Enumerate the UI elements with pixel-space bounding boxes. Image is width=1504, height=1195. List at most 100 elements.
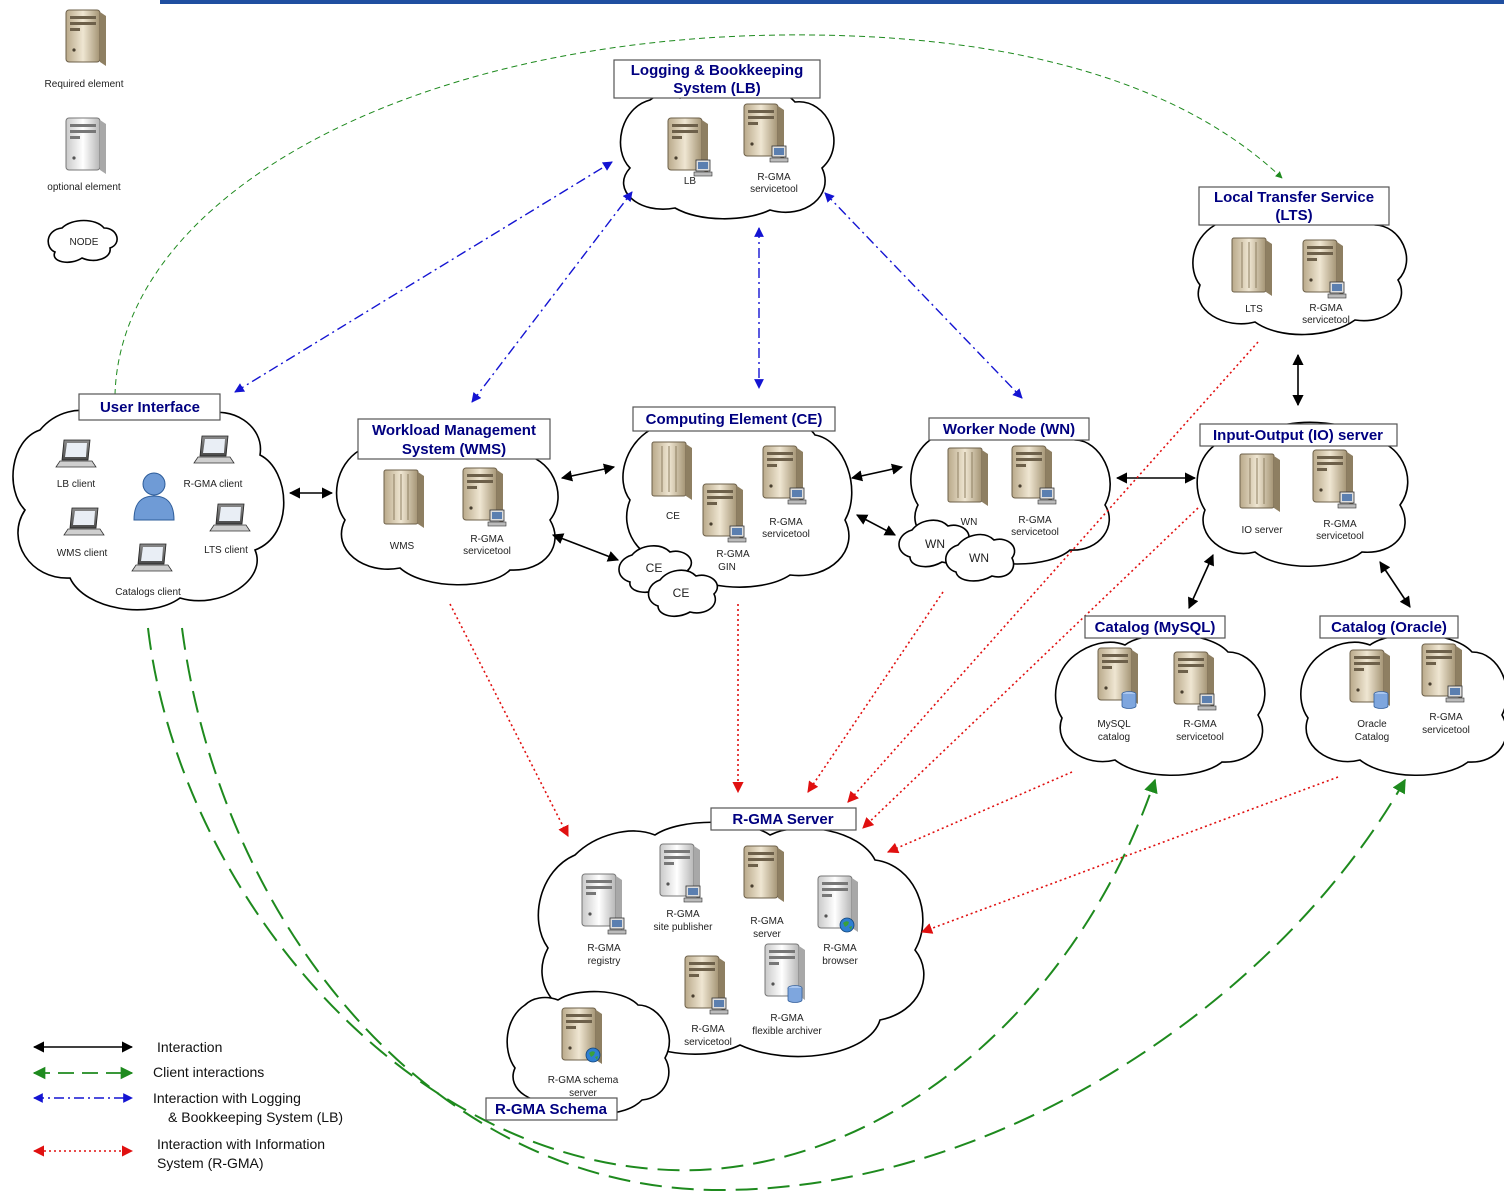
oracle-rgma-label-2: servicetool xyxy=(1422,725,1470,736)
ce-server-icon xyxy=(651,441,693,501)
rgma-site-pc-icon xyxy=(683,885,703,903)
oracle-title-box xyxy=(1319,615,1459,639)
legend-lb-label-2: & Bookkeeping System (LB) xyxy=(168,1109,343,1125)
node-ui: User Interface LB client R-GMA client WM… xyxy=(55,393,251,598)
schema-title-box xyxy=(485,1097,618,1121)
link-wms-ce-small xyxy=(551,533,620,562)
rgma-link-io xyxy=(862,507,1199,829)
lts-title-line2: (LTS) xyxy=(1275,207,1312,224)
io-server-label: IO server xyxy=(1241,525,1283,536)
lb-link-ui xyxy=(234,161,613,393)
node-wn: Worker Node (WN) WN R-GMA servicetool WN… xyxy=(925,417,1090,565)
link-ce-wn-small xyxy=(856,514,896,536)
mysql-label-2: catalog xyxy=(1098,732,1130,743)
lts-title-line1: Local Transfer Service xyxy=(1214,189,1374,206)
lb-rgma-pc-icon xyxy=(769,145,789,163)
schema-label-2: server xyxy=(569,1088,597,1099)
link-io-oracle xyxy=(1379,561,1411,608)
wn-small-label-1: WN xyxy=(925,537,945,551)
rgma-server-label-1: R-GMA xyxy=(750,916,784,927)
node-mysql: Catalog (MySQL) MySQL catalog R-GMA serv… xyxy=(1084,615,1226,743)
wms-client-label: WMS client xyxy=(57,548,108,559)
ce-server-label: CE xyxy=(666,511,680,522)
lts-cloud xyxy=(1192,208,1408,336)
node-lts: Local Transfer Service (LTS) LTS R-GMA s… xyxy=(1198,186,1390,326)
oracle-label-1: Oracle xyxy=(1357,719,1387,730)
io-server-icon xyxy=(1239,453,1281,513)
ce-small-cloud-2 xyxy=(647,569,719,618)
wn-small-cloud-2 xyxy=(944,533,1016,582)
legend-node-cloud xyxy=(47,219,118,264)
rgma-link-mysql xyxy=(886,771,1073,854)
rgma-registry-label-1: R-GMA xyxy=(587,943,621,954)
node-rgma-schema: R-GMA schema server R-GMA Schema xyxy=(485,1007,619,1121)
oracle-db-icon xyxy=(1373,691,1389,709)
link-ce-wn xyxy=(850,463,904,482)
wn-title: Worker Node (WN) xyxy=(943,421,1075,438)
ce-title-box xyxy=(632,406,836,432)
lb-server-label: LB xyxy=(684,176,697,187)
rgma-archiver-db-icon xyxy=(787,985,803,1003)
lts-rgma-label-2: servicetool xyxy=(1302,315,1350,326)
catalogs-client-label: Catalogs client xyxy=(115,587,181,598)
wms-title-box xyxy=(357,418,551,460)
mysql-title-box xyxy=(1084,615,1226,639)
wms-title-line2: System (WMS) xyxy=(402,441,506,458)
wms-title-line1: Workload Management xyxy=(372,422,536,439)
ce-small-label-2: CE xyxy=(673,586,690,600)
user-person-icon xyxy=(133,472,175,521)
rgma-site-label-2: site publisher xyxy=(654,922,714,933)
rgma-title-box xyxy=(710,807,857,831)
lts-server-icon xyxy=(1231,237,1273,297)
legend-lb-label-1: Interaction with Logging xyxy=(153,1090,301,1106)
optional-element-icon xyxy=(65,117,107,175)
schema-globe-icon xyxy=(585,1047,601,1063)
lb-title-line2: System (LB) xyxy=(673,80,761,97)
lts-rgma-label-1: R-GMA xyxy=(1309,303,1343,314)
wn-rgma-label-1: R-GMA xyxy=(1018,515,1052,526)
lts-server-label: LTS xyxy=(1245,304,1263,315)
io-title-box xyxy=(1199,423,1398,447)
node-oracle: Catalog (Oracle) Oracle Catalog R-GMA se… xyxy=(1319,615,1470,743)
lb-link-wn xyxy=(824,192,1023,399)
oracle-label-2: Catalog xyxy=(1355,732,1389,743)
wn-rgma-pc-icon xyxy=(1037,487,1057,505)
rgma-link-oracle xyxy=(920,776,1339,934)
legend-is-label-1: Interaction with Information xyxy=(157,1136,325,1152)
wms-rgma-label-2: servicetool xyxy=(463,546,511,557)
wn-small-label-2: WN xyxy=(969,551,989,565)
legend-client-label: Client interactions xyxy=(153,1064,264,1080)
rgma-link-wn xyxy=(807,591,944,793)
schema-title: R-GMA Schema xyxy=(495,1101,608,1118)
ce-rgma-label-1: R-GMA xyxy=(769,517,803,528)
link-io-mysql xyxy=(1188,553,1214,610)
wn-server-icon xyxy=(947,447,989,507)
line-legend: Interaction Client interactions Interact… xyxy=(32,1039,343,1171)
element-legend: Required element optional element NODE xyxy=(45,9,124,248)
rgma-browser-globe-icon xyxy=(839,917,855,933)
wms-rgma-label-1: R-GMA xyxy=(470,534,504,545)
ce-rgma-pc-icon xyxy=(787,487,807,505)
required-element-label: Required element xyxy=(45,79,124,90)
wms-rgma-pc-icon xyxy=(487,509,507,527)
ce-gin-label-1: R-GMA xyxy=(716,549,750,560)
rgma-servicetool-pc-icon xyxy=(709,997,729,1015)
node-io: Input-Output (IO) server IO server R-GMA… xyxy=(1199,423,1398,542)
rgma-browser-label-2: browser xyxy=(822,956,858,967)
oracle-rgma-pc-icon xyxy=(1445,685,1465,703)
oracle-cloud xyxy=(1300,633,1504,777)
oracle-title: Catalog (Oracle) xyxy=(1331,619,1447,636)
link-wms-ce xyxy=(560,463,616,482)
lts-rgma-pc-icon xyxy=(1327,281,1347,299)
legend-is-label-2: System (R-GMA) xyxy=(157,1155,264,1171)
ui-title-box xyxy=(78,393,221,421)
ui-title: User Interface xyxy=(100,399,200,416)
required-element-icon xyxy=(65,9,107,67)
rgma-link-wms xyxy=(449,603,569,837)
rgma-archiver-label-2: flexible archiver xyxy=(752,1026,822,1037)
mysql-label-1: MySQL xyxy=(1097,719,1131,730)
lts-title-box xyxy=(1198,186,1390,226)
wms-server-icon xyxy=(383,469,425,529)
